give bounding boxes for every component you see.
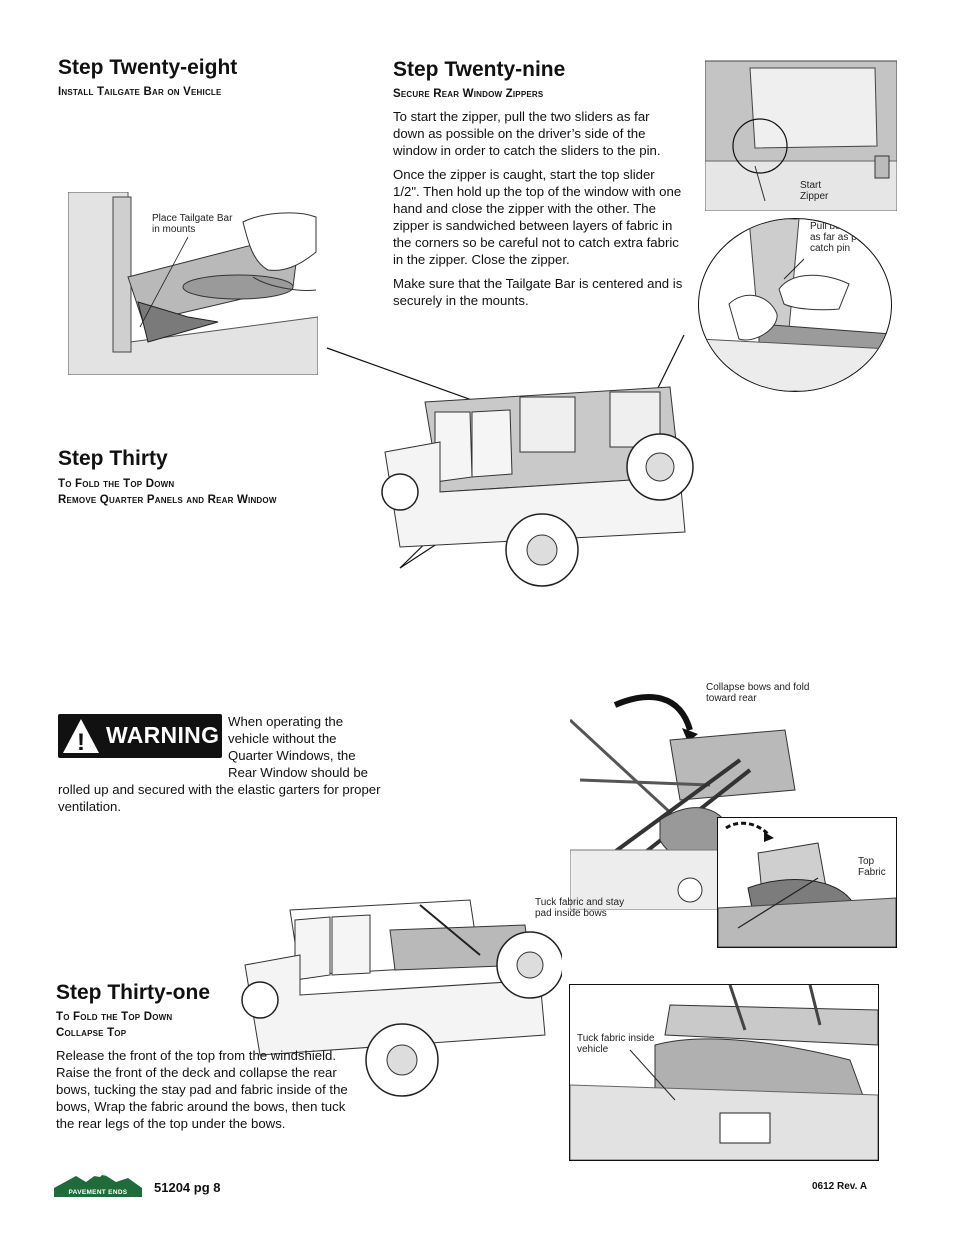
logo-text: PAVEMENT ENDS xyxy=(68,1189,128,1196)
step31-subtitle-2: Collapse Top xyxy=(56,1027,127,1039)
step31-subtitle-1: To Fold the Top Down xyxy=(56,1011,173,1023)
warning-badge: ! WARNING xyxy=(58,714,222,758)
step29-paragraph-1: To start the zipper, pull the two slider… xyxy=(393,109,661,158)
jeep-collapsed-illustration xyxy=(240,895,564,1103)
tailgate-bar-illustration: Place Tailgate Bar in mounts xyxy=(67,191,319,376)
warning-label: WARNING xyxy=(106,722,220,748)
top-fabric-caption: Top Fabric xyxy=(858,856,886,878)
step31-body: Release the front of the top from the wi… xyxy=(56,1048,348,1131)
step28-title: Step Twenty-eight xyxy=(58,56,238,79)
step31-title: Step Thirty-one xyxy=(56,981,211,1004)
zipper-detail-circle: Pull both sliders down as far as possibl… xyxy=(698,218,892,392)
collapse-caption: Collapse bows and fold toward rear xyxy=(706,682,810,704)
rear-window-illustration: Start Zipper xyxy=(704,56,898,212)
step30-title: Step Thirty xyxy=(58,447,168,470)
tailgate-caption: Place Tailgate Bar in mounts xyxy=(152,213,233,235)
step30-subtitle-1: To Fold the Top Down xyxy=(58,478,175,490)
tuck-inside-inset: Tuck fabric inside vehicle xyxy=(569,984,879,1161)
top-fabric-inset: Top Fabric xyxy=(717,817,897,948)
tuck-stay-caption: Tuck fabric and stay pad inside bows xyxy=(535,897,625,919)
warning-symbol: ! xyxy=(77,729,85,755)
tuck-inside-caption: Tuck fabric inside vehicle xyxy=(577,1033,655,1055)
step29-title: Step Twenty-nine xyxy=(393,58,566,81)
warning-triangle-icon: ! xyxy=(63,719,99,755)
pull-sliders-caption: Pull both sliders down as far as possibl… xyxy=(810,221,891,254)
start-zipper-caption: Start Zipper xyxy=(800,180,829,202)
step29-paragraph-2: Once the zipper is caught, start the top… xyxy=(393,167,682,267)
pavement-ends-logo: PAVEMENT ENDS xyxy=(54,1170,142,1198)
step29-body: To start the zipper, pull the two slider… xyxy=(393,108,683,316)
warning-text: When operating the vehicle without the Q… xyxy=(58,714,381,814)
mountain-logo-icon xyxy=(54,1172,142,1197)
step29-paragraph-3: Make sure that the Tailgate Bar is cente… xyxy=(393,276,683,308)
warning-text-box: When operating the vehicle without the Q… xyxy=(58,713,383,814)
jeep-with-top-illustration xyxy=(380,382,700,592)
revision-label: 0612 Rev. A xyxy=(812,1181,868,1192)
step28-subtitle: Install Tailgate Bar on Vehicle xyxy=(58,86,222,98)
page-reference: 51204 pg 8 xyxy=(154,1180,221,1195)
step30-subtitle-2: Remove Quarter Panels and Rear Window xyxy=(58,494,277,506)
step29-subtitle: Secure Rear Window Zippers xyxy=(393,88,544,100)
